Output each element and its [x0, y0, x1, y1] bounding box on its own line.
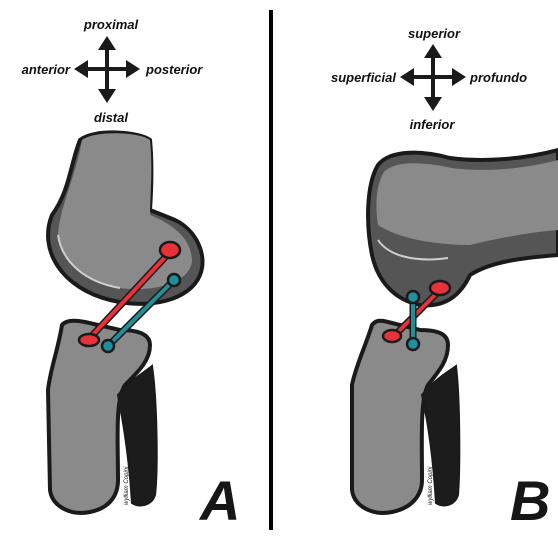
direction-label-inferior: inferior: [410, 117, 456, 132]
panel-label-a: A: [198, 469, 240, 532]
credit-b: wylliam Copini: [428, 466, 434, 505]
direction-label-distal: distal: [94, 110, 128, 125]
acl-tibial-attachment-a: [79, 334, 99, 346]
acl-femoral-attachment-b: [430, 281, 450, 295]
direction-label-superficial: superficial: [331, 70, 396, 85]
direction-label-anterior: anterior: [22, 62, 71, 77]
pcl-femoral-attachment-a: [168, 274, 180, 286]
direction-label-profundo: profundo: [469, 70, 527, 85]
credit-a: wylliam Copini: [124, 466, 130, 505]
direction-label-superior: superior: [408, 26, 461, 41]
pcl-tibial-attachment-b: [407, 338, 419, 350]
pcl-femoral-attachment-b: [407, 291, 419, 303]
direction-label-proximal: proximal: [83, 17, 139, 32]
panel-b: superior inferior superficial profundo: [331, 26, 558, 532]
orientation-arrows-b: [400, 44, 466, 111]
direction-label-posterior: posterior: [145, 62, 203, 77]
orientation-arrows-a: [74, 36, 140, 103]
panel-label-b: B: [510, 469, 550, 532]
femur-b: [368, 150, 558, 305]
acl-femoral-attachment-a: [160, 242, 180, 258]
panel-a: proximal distal anterior posterior: [22, 17, 241, 532]
acl-tibial-attachment-b: [383, 330, 401, 342]
pcl-tibial-attachment-a: [102, 340, 114, 352]
